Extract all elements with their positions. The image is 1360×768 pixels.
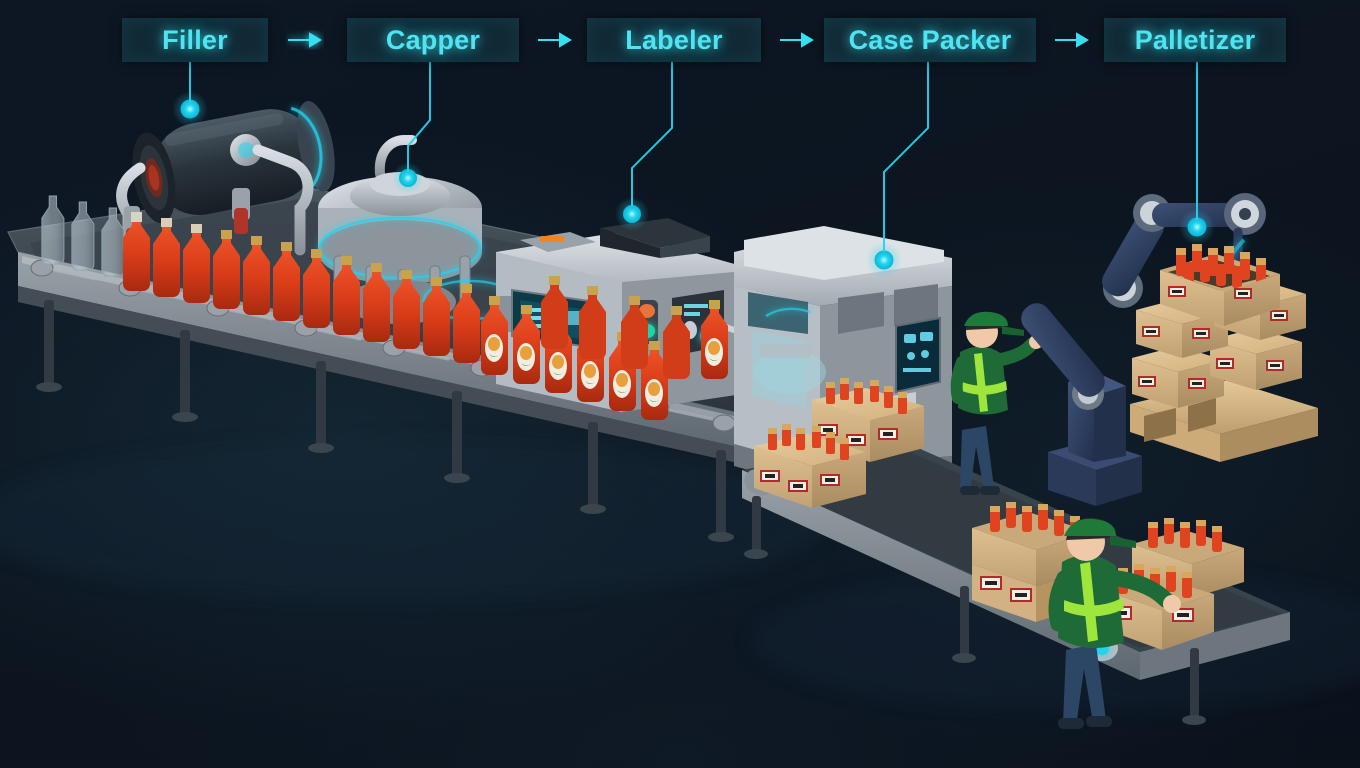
- process-flow-header: Filler Capper Labeler Case Packer Pallet…: [0, 0, 1360, 80]
- pallet-stack: [1130, 244, 1318, 462]
- filler-pipe-right: [252, 144, 314, 256]
- empty-bottles: [41, 195, 125, 277]
- conveyor-legs: [36, 300, 734, 542]
- callout-leader-lines: [189, 62, 1198, 252]
- flow-chip-palletizer[interactable]: Palletizer: [1104, 18, 1286, 62]
- floor-sheen-left: [0, 440, 830, 600]
- machine-palletizer[interactable]: [1015, 193, 1266, 506]
- top-open-crate: [1160, 244, 1280, 326]
- crate-bottles: [826, 378, 907, 414]
- flow-chip-filler[interactable]: Filler: [122, 18, 268, 62]
- leader-case-packer: [883, 62, 929, 252]
- machine-filler[interactable]: [116, 91, 342, 256]
- leader-capper: [407, 62, 431, 172]
- leader-labeler: [631, 62, 673, 206]
- crate-group-case-packer: [754, 378, 924, 508]
- case-packer-hmi[interactable]: [895, 316, 941, 394]
- flow-chip-label-case-packer: Case Packer: [848, 24, 1012, 55]
- filled-bottles: [123, 212, 480, 363]
- arrow-right-icon-3: [780, 32, 814, 48]
- bottle-row: [41, 195, 764, 420]
- flow-chip-label-labeler: Labeler: [625, 24, 723, 55]
- flow-chip-label-palletizer: Palletizer: [1134, 24, 1256, 55]
- callout-dot-filler[interactable]: [180, 99, 200, 119]
- flow-chip-case-packer[interactable]: Case Packer: [824, 18, 1036, 62]
- worker-case-handler: [1048, 517, 1181, 729]
- callout-dot-case-packer[interactable]: [874, 250, 894, 270]
- arrow-right-icon-1: [288, 32, 322, 48]
- flow-chip-label-filler: Filler: [162, 24, 228, 55]
- callout-dot-labeler[interactable]: [623, 205, 641, 223]
- arrow-right-icon-2: [538, 32, 572, 48]
- worker-hmi-operator: [950, 311, 1043, 495]
- labelled-bottles: [481, 276, 764, 420]
- callout-dot-capper[interactable]: [399, 169, 417, 187]
- crate-bottles-top: [1176, 244, 1266, 288]
- flow-chip-labeler[interactable]: Labeler: [587, 18, 761, 62]
- flow-chip-capper[interactable]: Capper: [347, 18, 519, 62]
- arrow-right-icon-4: [1055, 32, 1089, 48]
- callout-dot-palletizer[interactable]: [1187, 217, 1207, 237]
- flow-chip-label-capper: Capper: [385, 24, 481, 55]
